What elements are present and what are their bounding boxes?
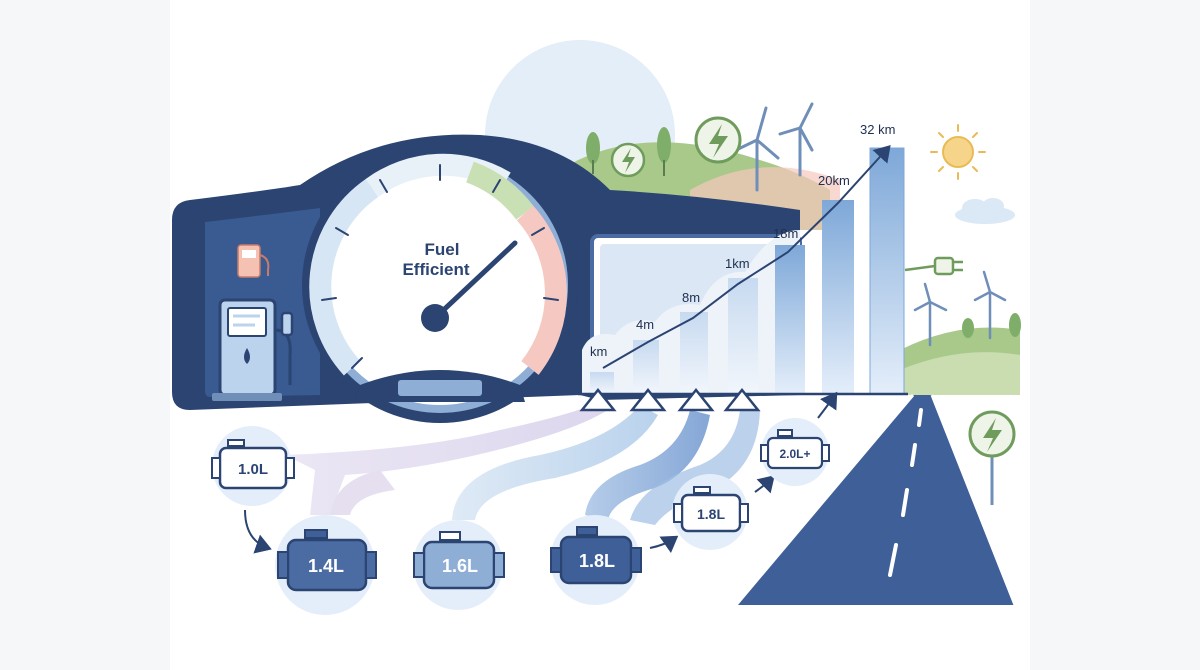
lightning-icon (610, 142, 646, 178)
distance-bar (680, 312, 708, 394)
road (736, 395, 1015, 605)
engine-label: 1.8L (579, 551, 615, 571)
wind-turbine-icon (973, 270, 1007, 340)
flow-arrow (285, 402, 608, 515)
distance-bar (590, 372, 614, 394)
trees (586, 127, 1021, 338)
arrowhead (629, 387, 667, 412)
connector-arrow (649, 535, 679, 554)
gauge-hub (421, 304, 449, 332)
distance-label: 18m (773, 226, 798, 241)
engine-icon: 1.8L (672, 474, 749, 550)
road-lane-markings (888, 408, 923, 577)
wind-turbine-icon (913, 282, 948, 347)
right-hill-front (900, 352, 1020, 395)
gauge-arc-green (465, 161, 534, 220)
engine-label: 1.8L (697, 506, 725, 522)
gauge-needle (432, 240, 518, 321)
engine-label: 1.4L (308, 556, 344, 576)
tree (1009, 313, 1021, 337)
engine-icon: 1.4L (275, 515, 377, 615)
gauge-readout (398, 380, 482, 396)
tree (962, 318, 974, 338)
gauge-title-line1: Fuel (425, 240, 460, 259)
arrowhead (723, 387, 761, 412)
distance-bar (822, 200, 854, 394)
wind-turbine-icon (778, 102, 814, 177)
flow-arrow (452, 405, 658, 520)
engine-icon: 1.0L (211, 426, 295, 506)
distance-labels: km 4m 8m 1km 18m 20km 32 km (590, 122, 895, 359)
distance-label: 20km (818, 173, 850, 188)
distance-bar (728, 278, 758, 394)
gauge-title-line2: Efficient (402, 260, 469, 279)
connector-arrow (817, 391, 838, 419)
engine-label: 2.0L+ (779, 447, 810, 461)
arrowhead (677, 387, 715, 412)
flow-arrows (285, 387, 761, 525)
cloud (955, 198, 1015, 224)
lightning-icon (694, 116, 742, 164)
distance-label: 8m (682, 290, 700, 305)
engine-icon: 1.6L (413, 520, 505, 610)
engine-label: 1.0L (238, 461, 268, 478)
fuel-pump-icon (212, 298, 294, 401)
distance-bars (578, 145, 908, 396)
distance-label: 4m (636, 317, 654, 332)
connector-arrow (244, 509, 272, 554)
flow-arrow (585, 410, 710, 520)
sun-icon (930, 124, 986, 180)
gauge-ticks (321, 164, 559, 369)
fuel-pump-icon (237, 244, 270, 278)
gauge-arc-blue (309, 178, 379, 376)
gauge-face (320, 165, 560, 405)
distance-bar (775, 245, 805, 394)
trend-line (602, 145, 891, 369)
fuel-gauge: Fuel Efficient (302, 147, 578, 423)
tree (657, 127, 671, 163)
engine-icon: 2.0L+ (760, 418, 830, 486)
left-margin-panel (0, 0, 170, 670)
engine-label: 1.6L (442, 556, 478, 576)
engine-icon: 1.8L (550, 515, 642, 605)
connector-arrow (754, 475, 775, 494)
lightning-icon (968, 410, 1016, 505)
right-margin-panel (1030, 0, 1200, 670)
road-icon (734, 394, 1017, 606)
flow-arrow (630, 410, 760, 525)
distance-label: 1km (725, 256, 750, 271)
tree (586, 132, 600, 164)
plug-icon (904, 256, 963, 276)
distance-label: 32 km (860, 122, 895, 137)
flow-arrow (330, 470, 395, 515)
connector-arrows (244, 391, 838, 554)
distance-label: km (590, 344, 607, 359)
arrowhead (579, 387, 617, 412)
distance-bar (869, 147, 905, 395)
